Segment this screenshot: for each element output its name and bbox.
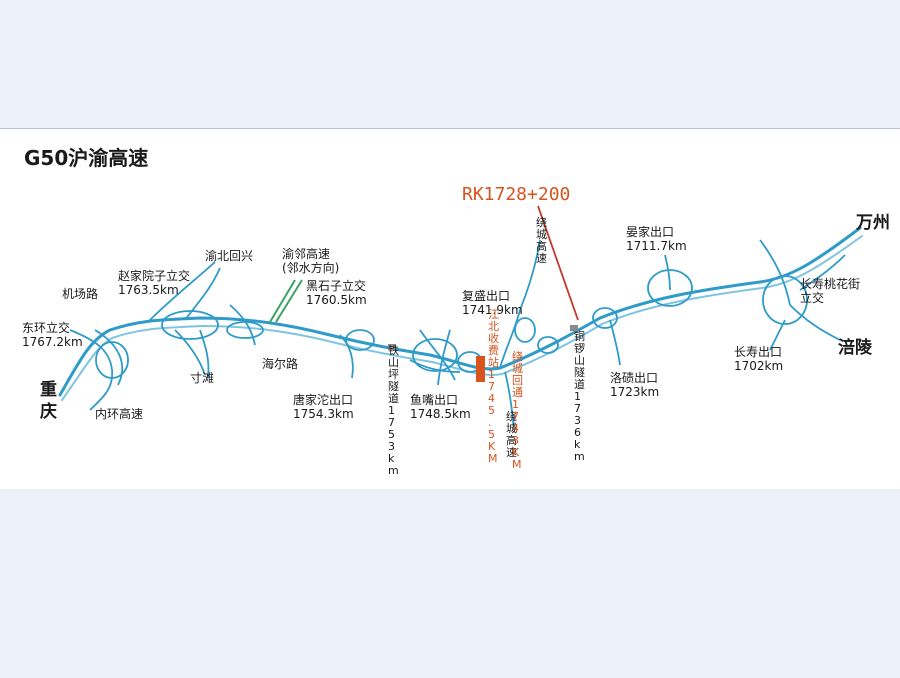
tunnel-mark: [388, 344, 396, 350]
tunnel-mark: [570, 325, 578, 331]
yulin-branch: [269, 279, 303, 323]
label-raochengA: 绕城高速: [536, 216, 547, 265]
label-neihuan: 内环高速: [95, 406, 143, 421]
label-wanzhou: 万州: [855, 213, 890, 233]
label-jichang: 机场路: [62, 286, 98, 301]
toll-station-marker: [476, 356, 485, 382]
map-panel: [0, 128, 900, 489]
interchanges: [69, 239, 846, 431]
label-changshoulh: 长寿桃花街立交: [800, 276, 860, 305]
label-fuling: 涪陵: [838, 337, 873, 358]
main-highway: [58, 226, 863, 401]
label-yulin: 渝邻高速(邻水方向): [282, 246, 339, 275]
label-cuntan: 寸滩: [190, 371, 214, 385]
label-raochengB: 绕城高速: [506, 410, 517, 459]
map-title: G50沪渝高速: [24, 146, 148, 170]
marker-line: [537, 205, 579, 321]
marker-label: RK1728+200: [462, 184, 570, 205]
label-yubei: 渝北回兴: [205, 248, 253, 263]
label-haier: 海尔路: [262, 356, 298, 371]
label-chongqing: 重庆: [40, 379, 57, 422]
